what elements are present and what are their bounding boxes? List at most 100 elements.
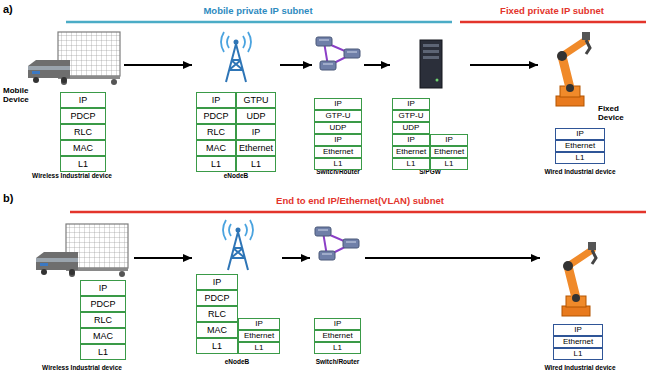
protocol-layer-box: RLC — [60, 124, 106, 140]
switch-icon — [315, 227, 359, 260]
protocol-layer-box: L1 — [80, 344, 126, 360]
robot-icon — [562, 242, 596, 316]
subnet-bar — [460, 21, 646, 24]
layer-name: UDP — [403, 123, 420, 132]
protocol-stack-group: Wireless Industrial deviceIPPDCPRLCMACL1 — [20, 28, 124, 180]
protocol-layer-box: Ethernet — [555, 140, 605, 152]
switch-icon — [316, 37, 360, 70]
flow-arrow — [364, 64, 390, 66]
agv-icon — [36, 224, 128, 277]
device-caption: eNodeB — [225, 358, 250, 366]
protocol-layer-box: IP — [553, 324, 603, 336]
layer-name: IP — [99, 283, 108, 293]
layer-name: RLC — [208, 309, 226, 319]
layer-name: Ethernet — [323, 147, 353, 156]
layer-name: IP — [445, 135, 453, 144]
layer-name: Ethernet — [396, 147, 426, 156]
layer-name: RLC — [74, 127, 92, 137]
layer-name: L1 — [445, 159, 454, 168]
layer-name: L1 — [574, 349, 583, 358]
layer-name: UDP — [330, 123, 347, 132]
layer-name: L1 — [255, 343, 264, 352]
layer-name: PDCP — [203, 111, 228, 121]
layer-name: Ethernet — [434, 147, 464, 156]
protocol-stack-group: Switch/RouterIPEthernetL1 — [310, 218, 365, 366]
flow-arrow — [280, 64, 312, 66]
protocol-layer-box: Ethernet — [314, 146, 362, 158]
flow-arrow — [124, 64, 192, 66]
layer-name: IP — [255, 319, 263, 328]
protocol-layer-box: IP — [430, 134, 468, 146]
layer-name: GTP-U — [326, 111, 351, 120]
protocol-layer-box: L1 — [60, 156, 106, 172]
panel-label: a) — [3, 3, 13, 16]
protocol-layer-box: IP — [238, 318, 280, 330]
protocol-layer-box: Ethernet — [314, 330, 361, 342]
protocol-layer-box: MAC — [196, 322, 238, 338]
protocol-stack-group: eNodeBIPPDCPRLCMACL1GTPUUDPIPEthernetL1 — [192, 28, 280, 180]
protocol-layer-box: IP — [392, 134, 430, 146]
subnet-bar — [66, 21, 452, 24]
protocol-layer-box: IP — [196, 92, 236, 108]
protocol-layer-box: IP — [60, 92, 106, 108]
flow-arrow — [282, 257, 310, 259]
layer-name: L1 — [211, 159, 221, 169]
layer-name: IP — [574, 325, 582, 334]
protocol-stack-group: Wireless Industrial deviceIPPDCPRLCMACL1 — [30, 218, 134, 372]
layer-name: L1 — [78, 159, 88, 169]
device-caption: Wireless Industrial device — [42, 364, 122, 372]
device-caption: eNodeB — [224, 172, 249, 180]
protocol-layer-box: PDCP — [60, 108, 106, 124]
layer-name: Ethernet — [565, 141, 595, 150]
antenna-icon — [223, 220, 253, 270]
protocol-layer-box: L1 — [196, 156, 236, 172]
robot-icon — [556, 32, 590, 106]
layer-name: L1 — [251, 159, 261, 169]
protocol-layer-box: L1 — [430, 158, 468, 170]
protocol-layer-box: UDP — [236, 108, 276, 124]
protocol-layer-box: L1 — [236, 156, 276, 172]
layer-name: L1 — [98, 347, 108, 357]
protocol-layer-box: GTP-U — [392, 110, 430, 122]
protocol-layer-box: Ethernet — [553, 336, 603, 348]
protocol-layer-box: GTP-U — [314, 110, 362, 122]
protocol-stack-group: Wired Industrial device IP EthernetL1 — [540, 218, 620, 372]
protocol-stack-group: eNodeB IP PDCP RLC MAC L1 IP EthernetL1 — [192, 218, 282, 366]
device-caption: Wired Industrial device — [544, 168, 615, 176]
layer-name: Ethernet — [563, 337, 593, 346]
layer-name: IP — [576, 129, 584, 138]
layer-name: IP — [407, 135, 415, 144]
layer-name: L1 — [407, 159, 416, 168]
panel-label: Fixed Device — [598, 104, 638, 122]
protocol-layer-box: Ethernet — [238, 330, 280, 342]
protocol-layer-box: PDCP — [80, 296, 126, 312]
protocol-layer-box: IP — [196, 274, 238, 290]
layer-name: IP — [334, 319, 342, 328]
layer-name: PDCP — [204, 293, 229, 303]
layer-name: MAC — [206, 143, 226, 153]
protocol-layer-box: L1 — [238, 342, 280, 354]
protocol-stack-group: Wired Industrial device IP EthernetL1 — [538, 28, 622, 176]
flow-arrow — [470, 64, 538, 66]
panel-label: Mobile Device — [3, 86, 41, 104]
layer-name: Ethernet — [244, 331, 274, 340]
layer-name: RLC — [207, 127, 225, 137]
protocol-layer-box: L1 — [392, 158, 430, 170]
protocol-layer-box: L1 — [314, 158, 362, 170]
flow-arrow — [365, 257, 540, 259]
layer-name: IP — [334, 135, 342, 144]
protocol-layer-box: UDP — [314, 122, 362, 134]
protocol-layer-box: IP — [392, 98, 430, 110]
protocol-stack-group: Switch/RouterIPGTP-UUDPIPEthernetL1 — [312, 28, 364, 176]
layer-name: IP — [213, 277, 222, 287]
device-caption: Wired Industrial device — [544, 364, 615, 372]
layer-name: L1 — [576, 153, 585, 162]
protocol-layer-box: PDCP — [196, 290, 238, 306]
layer-name: IP — [79, 95, 88, 105]
layer-name: Ethernet — [239, 143, 273, 153]
layer-name: IP — [212, 95, 221, 105]
layer-name: L1 — [212, 341, 222, 351]
protocol-layer-box: IP — [314, 134, 362, 146]
device-caption: Wireless Industrial device — [32, 172, 112, 180]
layer-name: GTP-U — [399, 111, 424, 120]
